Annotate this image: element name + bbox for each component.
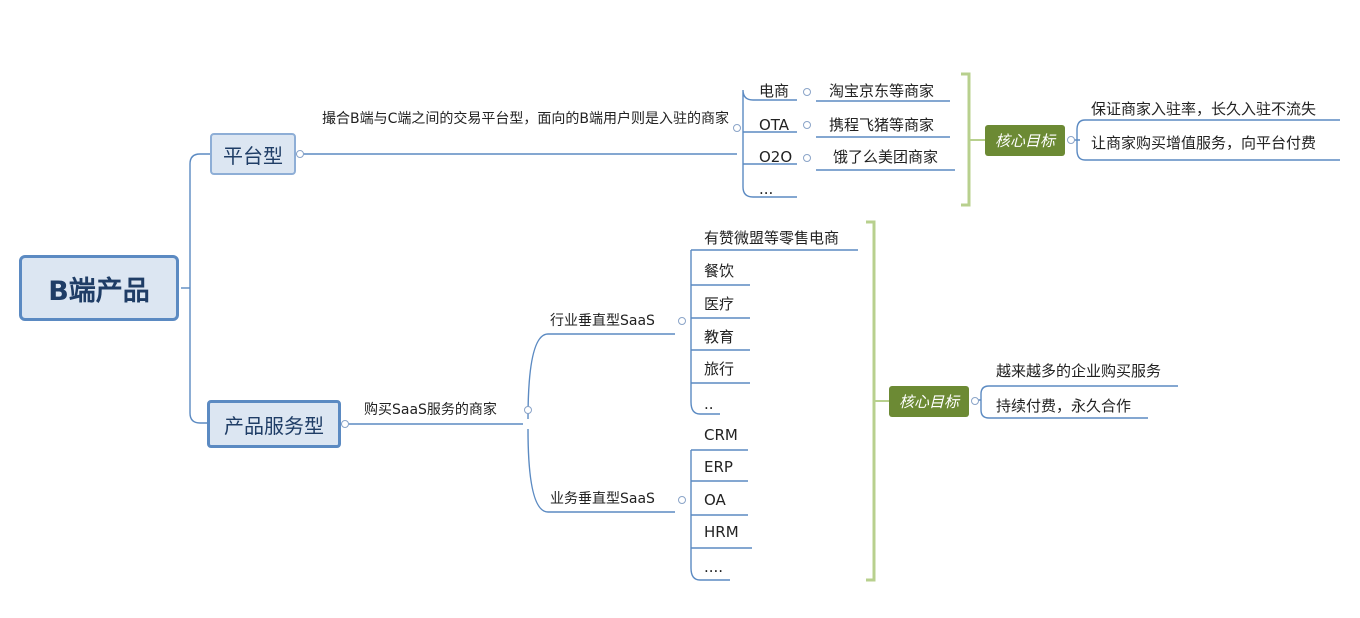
connector-industry-items <box>690 249 858 415</box>
service-goal-node[interactable]: 核心目标 <box>889 386 969 417</box>
platform-goal-node[interactable]: 核心目标 <box>985 125 1065 156</box>
collapse-dot <box>803 88 811 96</box>
industry-saas-node[interactable]: 行业垂直型SaaS <box>550 313 655 329</box>
connector-platform-types <box>742 89 797 198</box>
service-description: 购买SaaS服务的商家 <box>364 402 497 418</box>
collapse-dot <box>733 124 741 132</box>
service-goal-2[interactable]: 持续付费，永久合作 <box>996 397 1132 415</box>
industry-item-education[interactable]: 教育 <box>704 328 735 346</box>
collapse-dot <box>341 420 349 428</box>
collapse-dot <box>971 397 979 405</box>
collapse-dot <box>524 406 532 414</box>
business-item-more[interactable]: .... <box>704 558 724 576</box>
platform-type-o2o[interactable]: O2O <box>759 148 793 166</box>
industry-item-retail[interactable]: 有赞微盟等零售电商 <box>704 229 840 247</box>
platform-node[interactable]: 平台型 <box>210 133 296 175</box>
connector-root-platform <box>189 153 210 424</box>
service-goal-1[interactable]: 越来越多的企业购买服务 <box>996 362 1162 380</box>
platform-type-ota[interactable]: OTA <box>759 116 790 134</box>
business-item-crm[interactable]: CRM <box>704 426 738 444</box>
platform-example-ota[interactable]: 携程飞猪等商家 <box>829 116 935 134</box>
platform-type-more[interactable]: ... <box>759 180 774 198</box>
collapse-dot <box>678 496 686 504</box>
platform-example-o2o[interactable]: 饿了么美团商家 <box>833 148 939 166</box>
collapse-dot <box>803 154 811 162</box>
business-item-oa[interactable]: OA <box>704 491 726 509</box>
industry-item-travel[interactable]: 旅行 <box>704 360 735 378</box>
platform-goal-2[interactable]: 让商家购买增值服务，向平台付费 <box>1091 134 1317 152</box>
connector-platform-examples <box>816 100 955 171</box>
industry-item-medical[interactable]: 医疗 <box>704 295 735 313</box>
collapse-dot <box>678 317 686 325</box>
connector-platform-goals <box>1071 119 1340 161</box>
platform-goal-1[interactable]: 保证商家入驻率，长久入驻不流失 <box>1091 100 1317 118</box>
platform-type-ecommerce[interactable]: 电商 <box>759 82 790 100</box>
platform-example-ecommerce[interactable]: 淘宝京东等商家 <box>829 82 935 100</box>
collapse-dot <box>803 121 811 129</box>
platform-description: 撮合B端与C端之间的交易平台型，面向的B端用户则是入驻的商家 <box>322 111 729 127</box>
collapse-dot <box>296 150 304 158</box>
collapse-dot <box>1067 136 1075 144</box>
industry-item-more[interactable]: .. <box>704 395 714 413</box>
root-node[interactable]: B端产品 <box>19 255 179 321</box>
service-node[interactable]: 产品服务型 <box>207 400 341 448</box>
connector-service-split <box>527 333 675 513</box>
business-item-hrm[interactable]: HRM <box>704 523 739 541</box>
bracket-service <box>866 220 876 582</box>
industry-item-catering[interactable]: 餐饮 <box>704 262 735 280</box>
bracket-platform <box>961 72 971 207</box>
business-saas-node[interactable]: 业务垂直型SaaS <box>550 491 655 507</box>
business-item-erp[interactable]: ERP <box>704 458 733 476</box>
connector-business-items <box>690 449 752 581</box>
